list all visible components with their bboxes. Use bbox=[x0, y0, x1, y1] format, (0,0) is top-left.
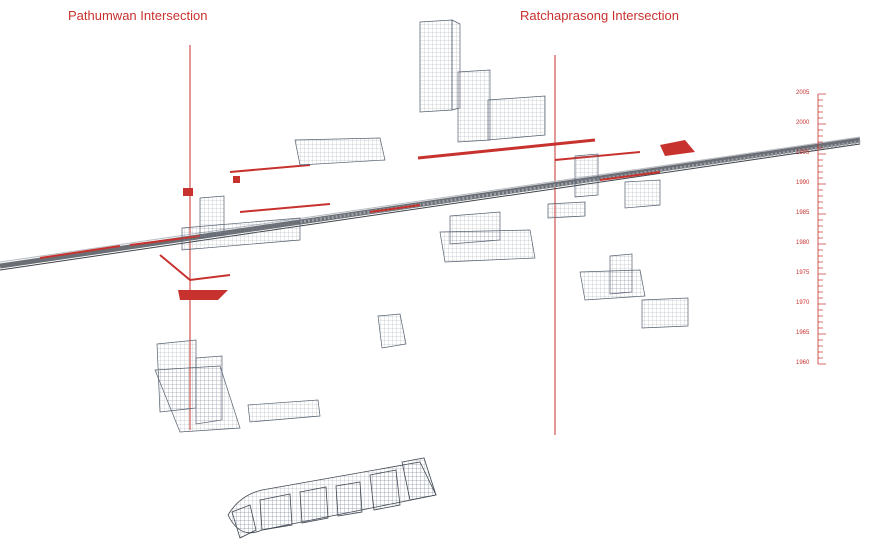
ratchaprasong-intersection-label: Ratchaprasong Intersection bbox=[520, 8, 679, 23]
timeline-year-label: 1995 bbox=[796, 150, 810, 156]
building-cluster-bottom bbox=[227, 457, 437, 539]
pathumwan-intersection-label: Pathumwan Intersection bbox=[68, 8, 208, 23]
building-cluster-top bbox=[294, 19, 546, 166]
building-cluster-mid bbox=[377, 153, 689, 349]
timeline-year-label: 1985 bbox=[796, 210, 810, 216]
timeline-year-label: 1960 bbox=[796, 360, 810, 366]
timeline-year-label: 1980 bbox=[796, 240, 810, 246]
timeline-year-label: 1975 bbox=[796, 270, 810, 276]
timeline-year-label: 1965 bbox=[796, 330, 810, 336]
rail-viaduct bbox=[0, 136, 861, 271]
timeline-year-label: 1970 bbox=[796, 300, 810, 306]
timeline-year-label: 2005 bbox=[796, 90, 810, 96]
building-cluster-lower bbox=[154, 339, 321, 433]
timeline-ticks bbox=[818, 93, 826, 365]
building-pathumwan bbox=[181, 195, 301, 251]
timeline-year-label: 1990 bbox=[796, 180, 810, 186]
skywalk-network bbox=[39, 138, 695, 300]
timeline-year-label: 2000 bbox=[796, 120, 810, 126]
